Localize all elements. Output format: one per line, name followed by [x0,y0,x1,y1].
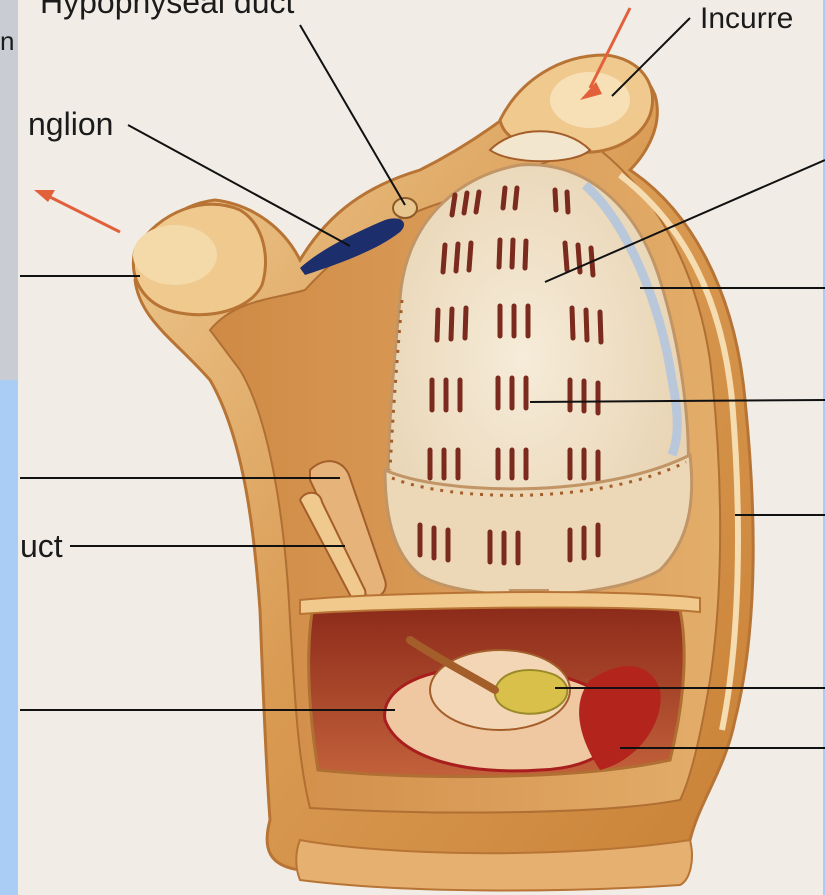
label-incurrent: Incurre [700,4,793,34]
label-left-fragment: n [0,28,14,54]
incurrent-siphon-opening [550,72,630,128]
gonad [495,670,568,714]
excurrent-siphon-opening [133,225,217,285]
hypophyseal-duct [393,198,417,218]
label-duct: uct [20,530,63,562]
label-hypophyseal-duct: Hypophyseal duct [40,0,294,18]
label-ganglion: nglion [28,108,113,140]
faded-panel [0,0,18,380]
